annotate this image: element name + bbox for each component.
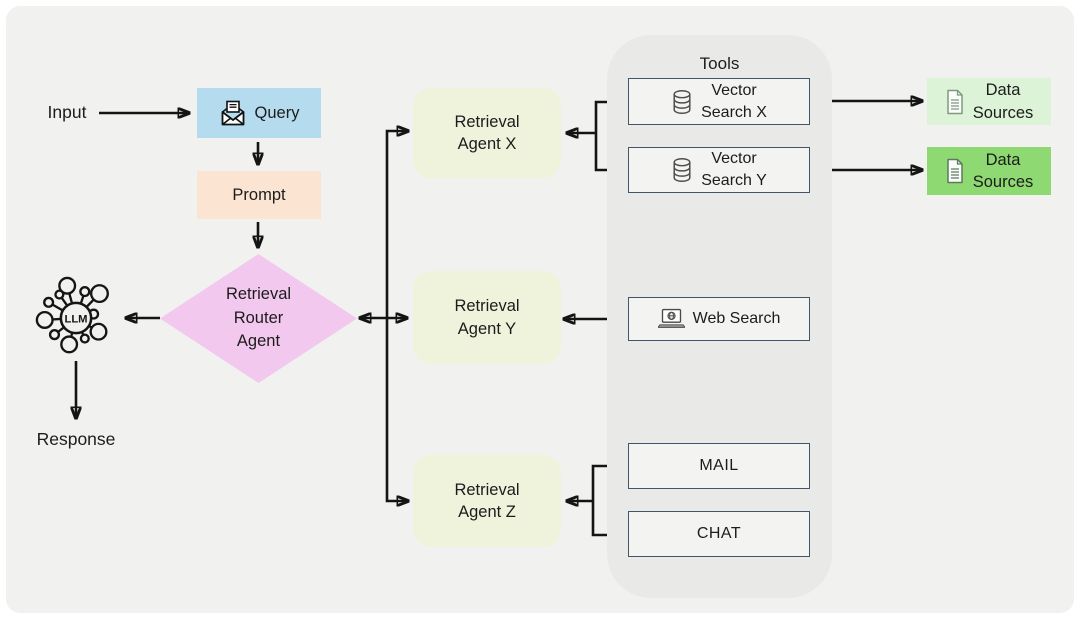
llm-label: LLM <box>64 313 87 325</box>
vector-search-y-node: Vector Search Y <box>628 147 810 193</box>
mail-node: MAIL <box>628 443 810 489</box>
mail-label: MAIL <box>699 457 739 475</box>
data-sources-y-node: Data Sources <box>927 147 1051 195</box>
prompt-label: Prompt <box>232 185 286 204</box>
database-icon <box>673 89 691 114</box>
document-icon <box>946 89 963 114</box>
tools-group-title: Tools <box>699 53 740 73</box>
router-label: Retrieval Router Agent <box>225 284 292 351</box>
chat-label: CHAT <box>696 525 742 543</box>
database-icon <box>673 157 691 182</box>
data-sources-y-label: Data Sources <box>972 150 1034 191</box>
retrieval-agent-x-node: Retrieval Agent X <box>413 88 561 178</box>
vector-search-x-node: Vector Search X <box>628 78 810 125</box>
vector-search-x-label: Vector Search X <box>701 81 767 121</box>
agent-y-label: Retrieval Agent Y <box>454 297 520 338</box>
envelope-icon <box>221 100 244 126</box>
data-sources-x-node: Data Sources <box>927 78 1051 125</box>
retrieval-agent-y-node: Retrieval Agent Y <box>413 271 561 364</box>
query-label: Query <box>254 103 300 122</box>
agent-z-label: Retrieval Agent Z <box>454 480 520 521</box>
response-label: Response <box>36 429 116 450</box>
llm-network-icon: LLM <box>35 276 109 354</box>
prompt-node: Prompt <box>197 171 321 219</box>
retrieval-agent-z-node: Retrieval Agent Z <box>413 455 561 547</box>
web-search-node: Web Search <box>628 297 810 341</box>
document-icon <box>946 158 963 184</box>
web-search-label: Web Search <box>692 310 781 328</box>
agent-x-label: Retrieval Agent X <box>454 112 520 153</box>
query-node: Query <box>197 88 321 138</box>
vector-search-y-label: Vector Search Y <box>701 150 767 189</box>
llm-node: LLM <box>32 274 120 362</box>
chat-node: CHAT <box>628 511 810 557</box>
data-sources-x-label: Data Sources <box>972 81 1034 122</box>
input-label: Input <box>47 102 87 123</box>
web-search-laptop-icon <box>657 308 685 328</box>
